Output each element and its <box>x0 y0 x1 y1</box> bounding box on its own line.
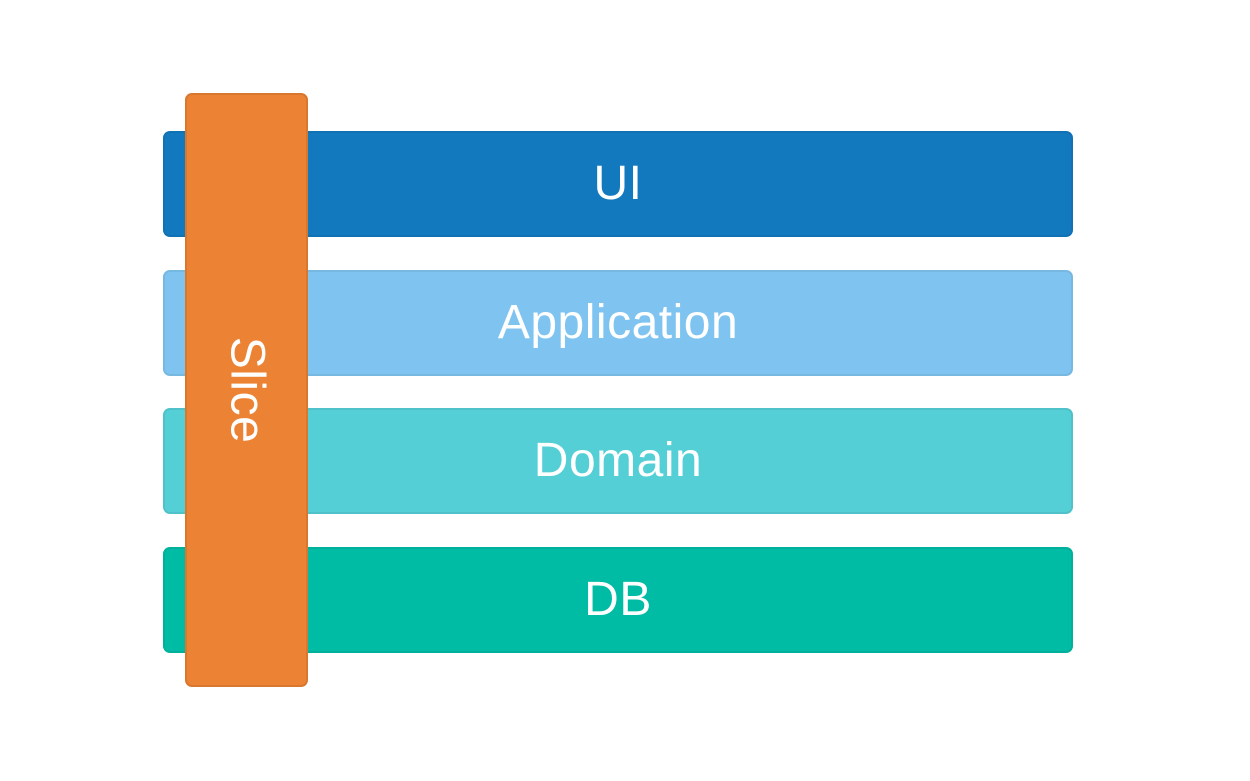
layer-label-ui: UI <box>593 157 643 210</box>
slice-label: Slice <box>220 336 274 444</box>
layer-label-db: DB <box>584 573 652 626</box>
layer-label-application: Application <box>497 296 739 349</box>
layer-bar-domain: Domain <box>163 408 1073 514</box>
slice-bar: Slice <box>185 93 308 687</box>
layer-bar-ui: UI <box>163 131 1073 237</box>
layer-bar-application: Application <box>163 270 1073 376</box>
layer-bar-db: DB <box>163 547 1073 653</box>
layer-label-domain: Domain <box>533 434 703 487</box>
